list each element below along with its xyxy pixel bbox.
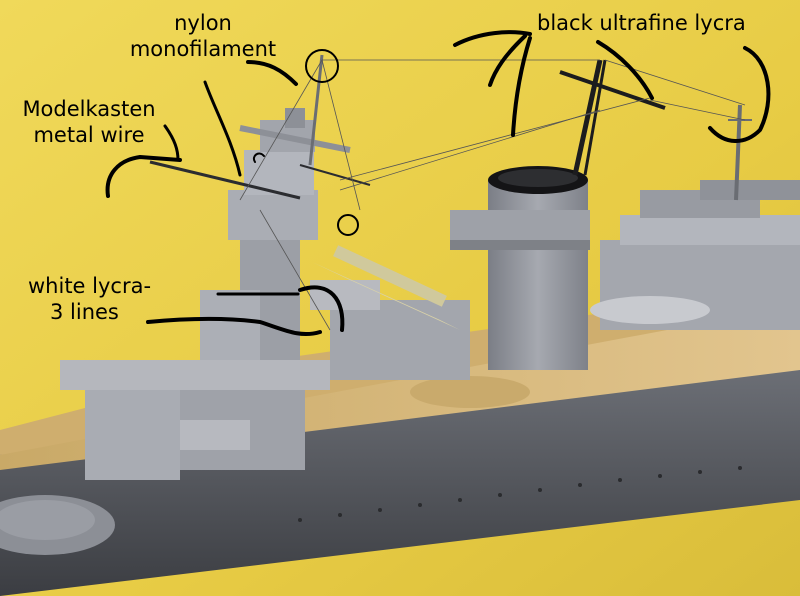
modelkasten-metal-wire-label: Modelkasten metal wire xyxy=(6,96,172,148)
modelkasten-label-line2: metal wire xyxy=(33,123,145,147)
lifeboat-right xyxy=(590,296,710,324)
lifeboat-center xyxy=(410,376,530,408)
rigging xyxy=(239,59,746,331)
forward-mast xyxy=(308,54,324,166)
midship-structures xyxy=(330,300,470,380)
portholes xyxy=(298,466,742,522)
funnel xyxy=(488,180,588,370)
nylon-monofilament-label: nylon monofilament xyxy=(128,10,278,62)
modelkasten-yardarm xyxy=(149,160,301,200)
hull-side xyxy=(0,360,800,596)
funnel-mast xyxy=(572,59,603,176)
nylon-label-line2: monofilament xyxy=(129,37,277,61)
white-lycra-label-line2: 3 lines xyxy=(50,300,119,324)
modelkasten-label-line1: Modelkasten xyxy=(22,97,156,121)
annotation-strokes xyxy=(105,30,771,337)
nylon-label-line1: nylon xyxy=(174,11,232,35)
white-lycra-label: white lycra- 3 lines xyxy=(28,273,198,325)
seaplane xyxy=(312,262,460,330)
white-lycra-label-line1: white lycra- xyxy=(28,274,152,298)
black-ultrafine-lycra-label: black ultrafine lycra xyxy=(537,11,746,35)
